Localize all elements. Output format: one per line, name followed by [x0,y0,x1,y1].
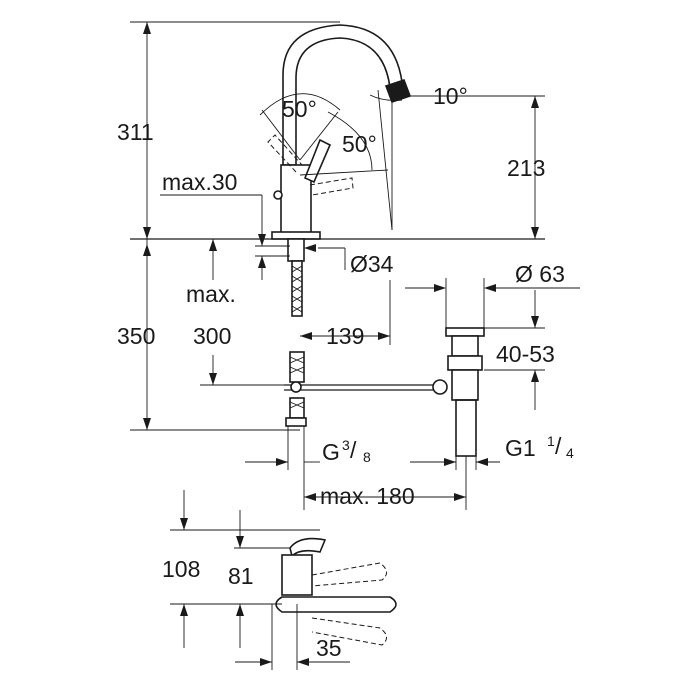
label-50-side: 50° [342,131,377,157]
label-300: 300 [193,323,231,349]
handle-ghost-side [309,177,354,196]
angle-indicators [259,89,403,231]
faucet-side-view [275,537,397,646]
label-311: 311 [117,119,154,145]
label-g38-slash: / [350,437,357,463]
label-35: 35 [316,635,342,661]
dimension-labels: 311 50° 50° 10° 213 max.30 Ø34 Ø 63 max.… [117,83,574,661]
faucet-front-view [267,24,412,240]
popup-drain [432,327,485,457]
side-spout [275,596,397,613]
label-213: 213 [507,155,545,181]
label-108: 108 [162,556,200,582]
handle [303,138,332,184]
handle-ghost-back [267,134,303,173]
label-g38-num: 3 [342,437,350,453]
label-139: 139 [326,323,364,349]
popup-knob [273,190,283,200]
label-g38: G [322,439,340,465]
label-o34: Ø34 [350,251,394,277]
label-50-back: 50° [282,96,317,122]
side-body [281,554,313,596]
label-max: max. [186,281,236,307]
label-o63: Ø 63 [515,261,565,287]
label-g114-slash: / [555,433,562,459]
label-max30: max.30 [162,169,237,195]
label-350: 350 [117,323,155,349]
label-40-53: 40-53 [496,341,555,367]
label-g114-den: 4 [566,445,574,461]
label-g114: G1 [505,435,536,461]
label-81: 81 [228,563,254,589]
dimension-lines [130,21,580,670]
below-deck [284,238,440,427]
label-max180: max. 180 [320,483,415,509]
label-g114-num: 1 [547,433,555,449]
label-g38-den: 8 [363,449,371,465]
side-lever [289,537,327,558]
faucet-base [271,231,321,240]
label-10: 10° [433,83,468,109]
